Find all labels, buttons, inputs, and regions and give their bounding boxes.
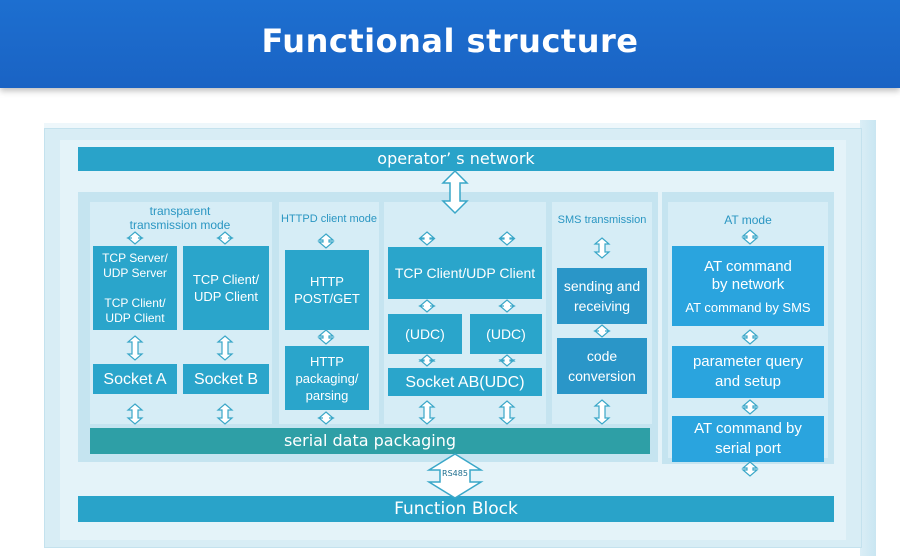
double-arrow-icon (498, 231, 516, 246)
function-block-bar: Function Block (78, 496, 834, 522)
double-arrow-icon (317, 329, 335, 345)
socket-a-box: Socket A (93, 364, 177, 394)
double-arrow-icon (498, 400, 516, 425)
transparent-mode-label: transparent transmission mode (129, 204, 231, 232)
double-arrow-icon (216, 231, 234, 245)
at-network-label: AT command by network (704, 257, 792, 293)
double-arrow-icon (593, 237, 611, 259)
http-packaging-box: HTTP packaging/ parsing (285, 346, 369, 410)
udc-left-box: (UDC) (388, 314, 462, 354)
double-arrow-icon (741, 329, 759, 345)
double-arrow-icon (126, 335, 144, 361)
httpd-mode-label: HTTPD client mode (281, 213, 377, 225)
at-serial-port-box: AT command by serial port (672, 416, 824, 462)
at-sms-label: AT command by SMS (685, 299, 811, 315)
double-arrow-icon (126, 403, 144, 425)
http-post-get-box: HTTP POST/GET (285, 250, 369, 330)
double-arrow-icon (418, 354, 436, 367)
at-column (668, 202, 828, 458)
udc-right-box: (UDC) (470, 314, 542, 354)
parameter-query-box: parameter query and setup (672, 346, 824, 398)
page-title: Functional structure (261, 22, 639, 60)
double-arrow-icon (126, 231, 144, 245)
serial-data-packaging-bar: serial data packaging (90, 428, 650, 454)
header-banner (0, 0, 900, 88)
at-command-network-box: AT command by network AT command by SMS (672, 246, 824, 326)
socket-b-box: Socket B (183, 364, 269, 394)
double-arrow-icon (593, 324, 611, 338)
at-mode-label: AT mode (724, 213, 772, 227)
sms-mode-label: SMS transmission (557, 214, 647, 226)
double-arrow-icon (216, 335, 234, 361)
socket-ab-box: Socket AB(UDC) (388, 368, 542, 396)
double-arrow-icon (317, 233, 335, 249)
rs485-arrow (426, 453, 484, 499)
tcp-udp-client-box: TCP Client/UDP Client (388, 247, 542, 299)
double-arrow-icon (317, 411, 335, 425)
double-arrow-icon (741, 399, 759, 415)
double-arrow-icon (498, 354, 516, 367)
tcp-client-box: TCP Client/ UDP Client (183, 246, 269, 330)
double-arrow-icon (741, 461, 759, 477)
tcp-server-client-box: TCP Server/ UDP Server TCP Client/ UDP C… (93, 246, 177, 330)
double-arrow-icon (418, 400, 436, 425)
panel-side-face (860, 120, 876, 556)
sending-receiving-box: sending and receiving (557, 268, 647, 324)
double-arrow-icon (216, 403, 234, 425)
rs485-label: RS485 (442, 469, 468, 478)
double-arrow-icon (498, 299, 516, 313)
operator-network-bar: operator’ s network (78, 147, 834, 171)
double-arrow-icon (418, 299, 436, 313)
network-link-arrow (441, 169, 469, 215)
double-arrow-icon (593, 399, 611, 425)
double-arrow-icon (741, 229, 759, 245)
code-conversion-box: code conversion (557, 338, 647, 394)
double-arrow-icon (418, 231, 436, 246)
